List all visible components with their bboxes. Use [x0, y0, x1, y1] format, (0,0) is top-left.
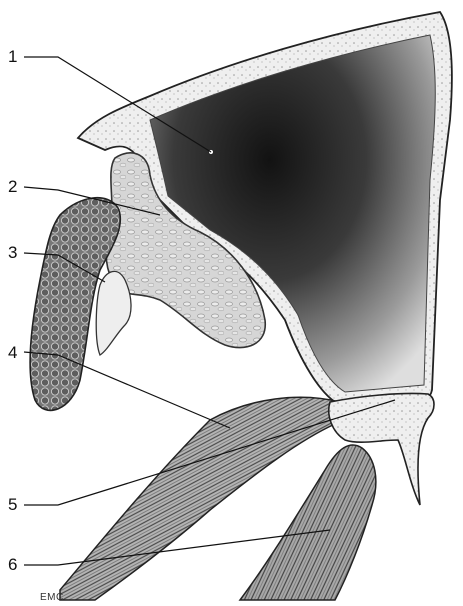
label-3: 3 — [8, 243, 17, 262]
label-6: 6 — [8, 555, 17, 574]
label-2: 2 — [8, 177, 17, 196]
label-1: 1 — [8, 47, 17, 66]
label-5: 5 — [8, 495, 17, 514]
bony-process — [96, 271, 131, 355]
label-4: 4 — [8, 343, 17, 362]
credit-text: EMC — [40, 592, 64, 603]
